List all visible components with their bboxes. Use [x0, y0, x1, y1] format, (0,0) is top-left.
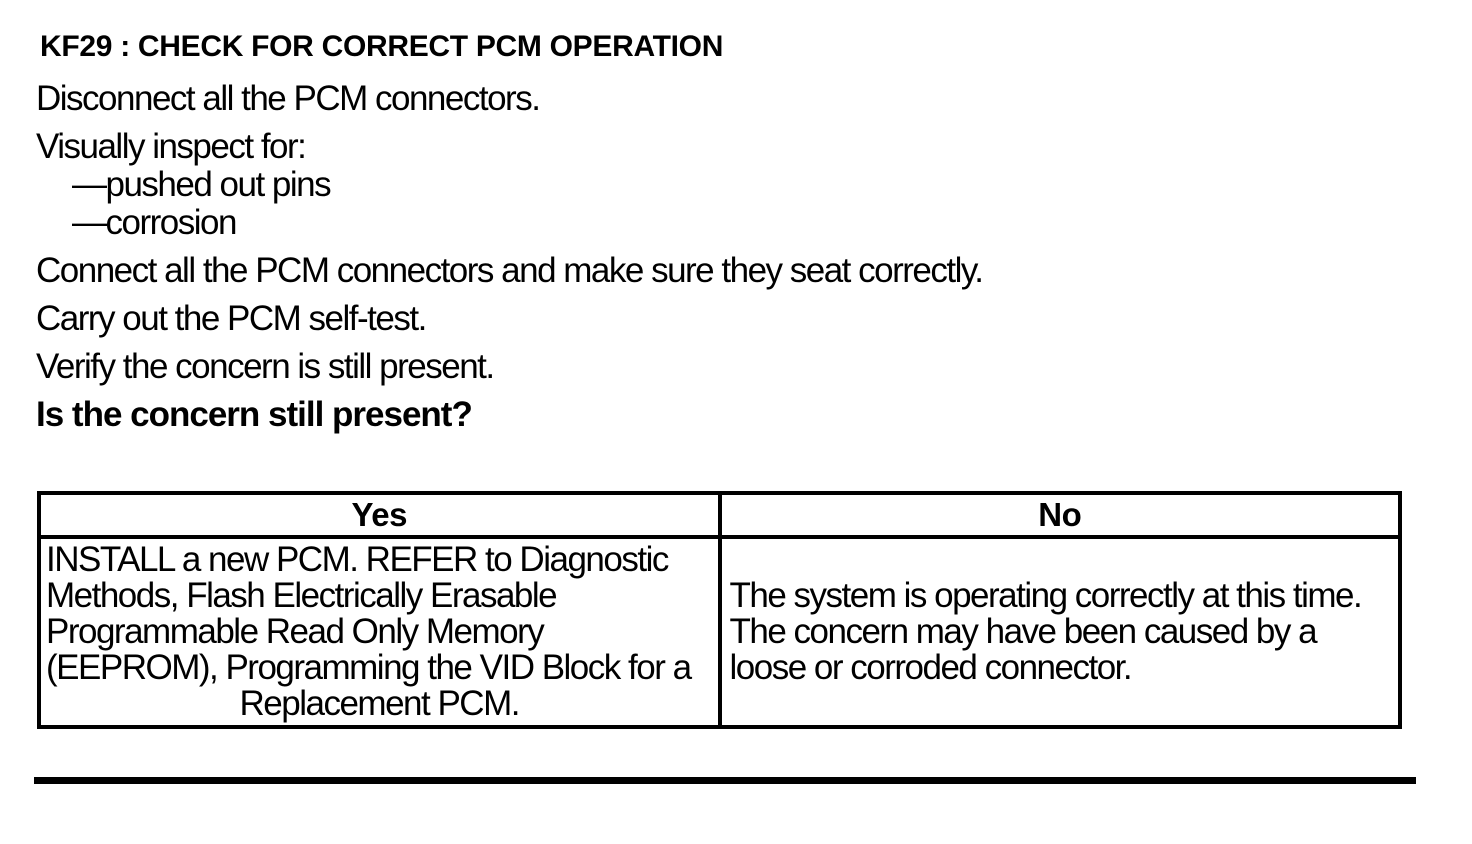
- document-page: KF29 : CHECK FOR CORRECT PCM OPERATION D…: [0, 30, 1472, 844]
- yes-cell-line: INSTALL a new PCM. REFER to Diagnostic: [46, 540, 669, 579]
- no-cell-line: loose or corroded connector.: [729, 648, 1133, 687]
- step-paragraph-inspect: Visually inspect for:: [36, 127, 307, 166]
- no-action-cell: The system is operating correctly at thi…: [717, 535, 1402, 729]
- yes-cell-line: Replacement PCM.: [239, 684, 521, 723]
- no-cell-line: The system is operating correctly at thi…: [729, 576, 1363, 615]
- yes-action-cell: INSTALL a new PCM. REFER to Diagnostic M…: [37, 535, 722, 729]
- bottom-divider: [34, 777, 1416, 784]
- yes-column-header: Yes: [37, 491, 722, 539]
- procedure-steps: Disconnect all the PCM connectors. Visua…: [0, 80, 1472, 434]
- results-table: Yes No INSTALL a new PCM. REFER to Diagn…: [37, 491, 1402, 729]
- no-column-header: No: [717, 491, 1402, 539]
- results-table-header-row: Yes No: [37, 491, 1402, 539]
- question-text: Is the concern still present?: [36, 395, 473, 434]
- step-paragraph-verify: Verify the concern is still present.: [36, 347, 495, 386]
- yes-cell-line: Methods, Flash Electrically Erasable: [46, 576, 558, 615]
- inspection-item-pins: —pushed out pins: [72, 165, 332, 204]
- step-paragraph-connect: Connect all the PCM connectors and make …: [36, 251, 984, 290]
- step-paragraph-selftest: Carry out the PCM self-test.: [36, 299, 427, 338]
- inspection-item-corrosion: —corrosion: [72, 203, 237, 242]
- results-table-body-row: INSTALL a new PCM. REFER to Diagnostic M…: [37, 535, 1402, 729]
- yes-cell-line: (EEPROM), Programming the VID Block for …: [46, 648, 692, 687]
- no-cell-line: The concern may have been caused by a: [729, 612, 1318, 651]
- step-paragraph-disconnect: Disconnect all the PCM connectors.: [36, 79, 541, 118]
- yes-cell-line: Programmable Read Only Memory: [46, 612, 545, 651]
- procedure-title: KF29 : CHECK FOR CORRECT PCM OPERATION: [40, 30, 724, 63]
